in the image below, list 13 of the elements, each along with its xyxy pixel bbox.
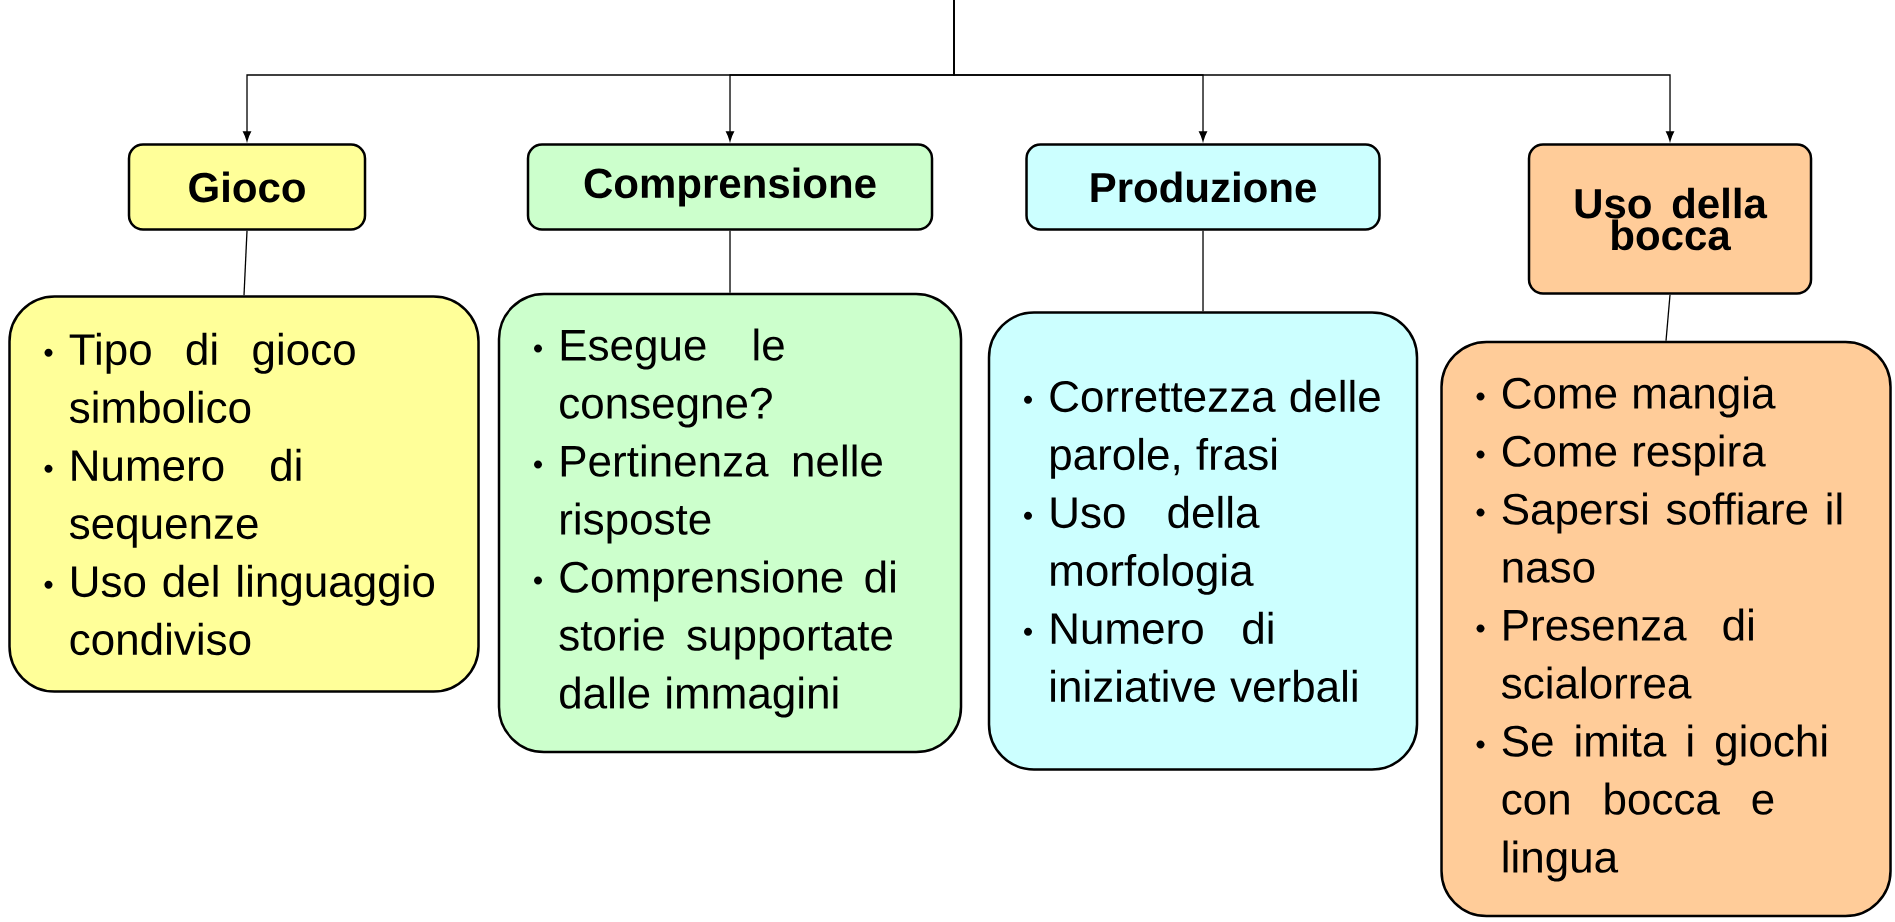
connector-line: [1202, 230, 1204, 312]
connector-line: [953, 0, 1675, 142]
list-box: Tipo di gioco simbolico Numero di sequenze Uso del linguaggio condiviso: [8, 295, 480, 693]
list-box: Esegue le consegne? Pertinenza nelle risposte Comprensione di storie supportate dalle immagini: [497, 292, 963, 754]
list-box: Come mangia Come respira Sapersi soffiare il naso Presenza di scialorrea Se imita i giochi con bocca e lingua: [1440, 340, 1892, 918]
connector-line: [1665, 294, 1671, 342]
connector-line: [729, 230, 731, 294]
heading-box: Comprensione: [526, 143, 934, 231]
heading-box: Produzione: [1025, 143, 1381, 231]
list-box: Correttezza delle parole, frasi Uso della morfologia Numero di iniziative verbali: [987, 311, 1419, 771]
heading-box: Gioco: [127, 143, 367, 231]
heading-box: Uso della bocca: [1527, 143, 1813, 295]
connector-line: [243, 230, 248, 296]
